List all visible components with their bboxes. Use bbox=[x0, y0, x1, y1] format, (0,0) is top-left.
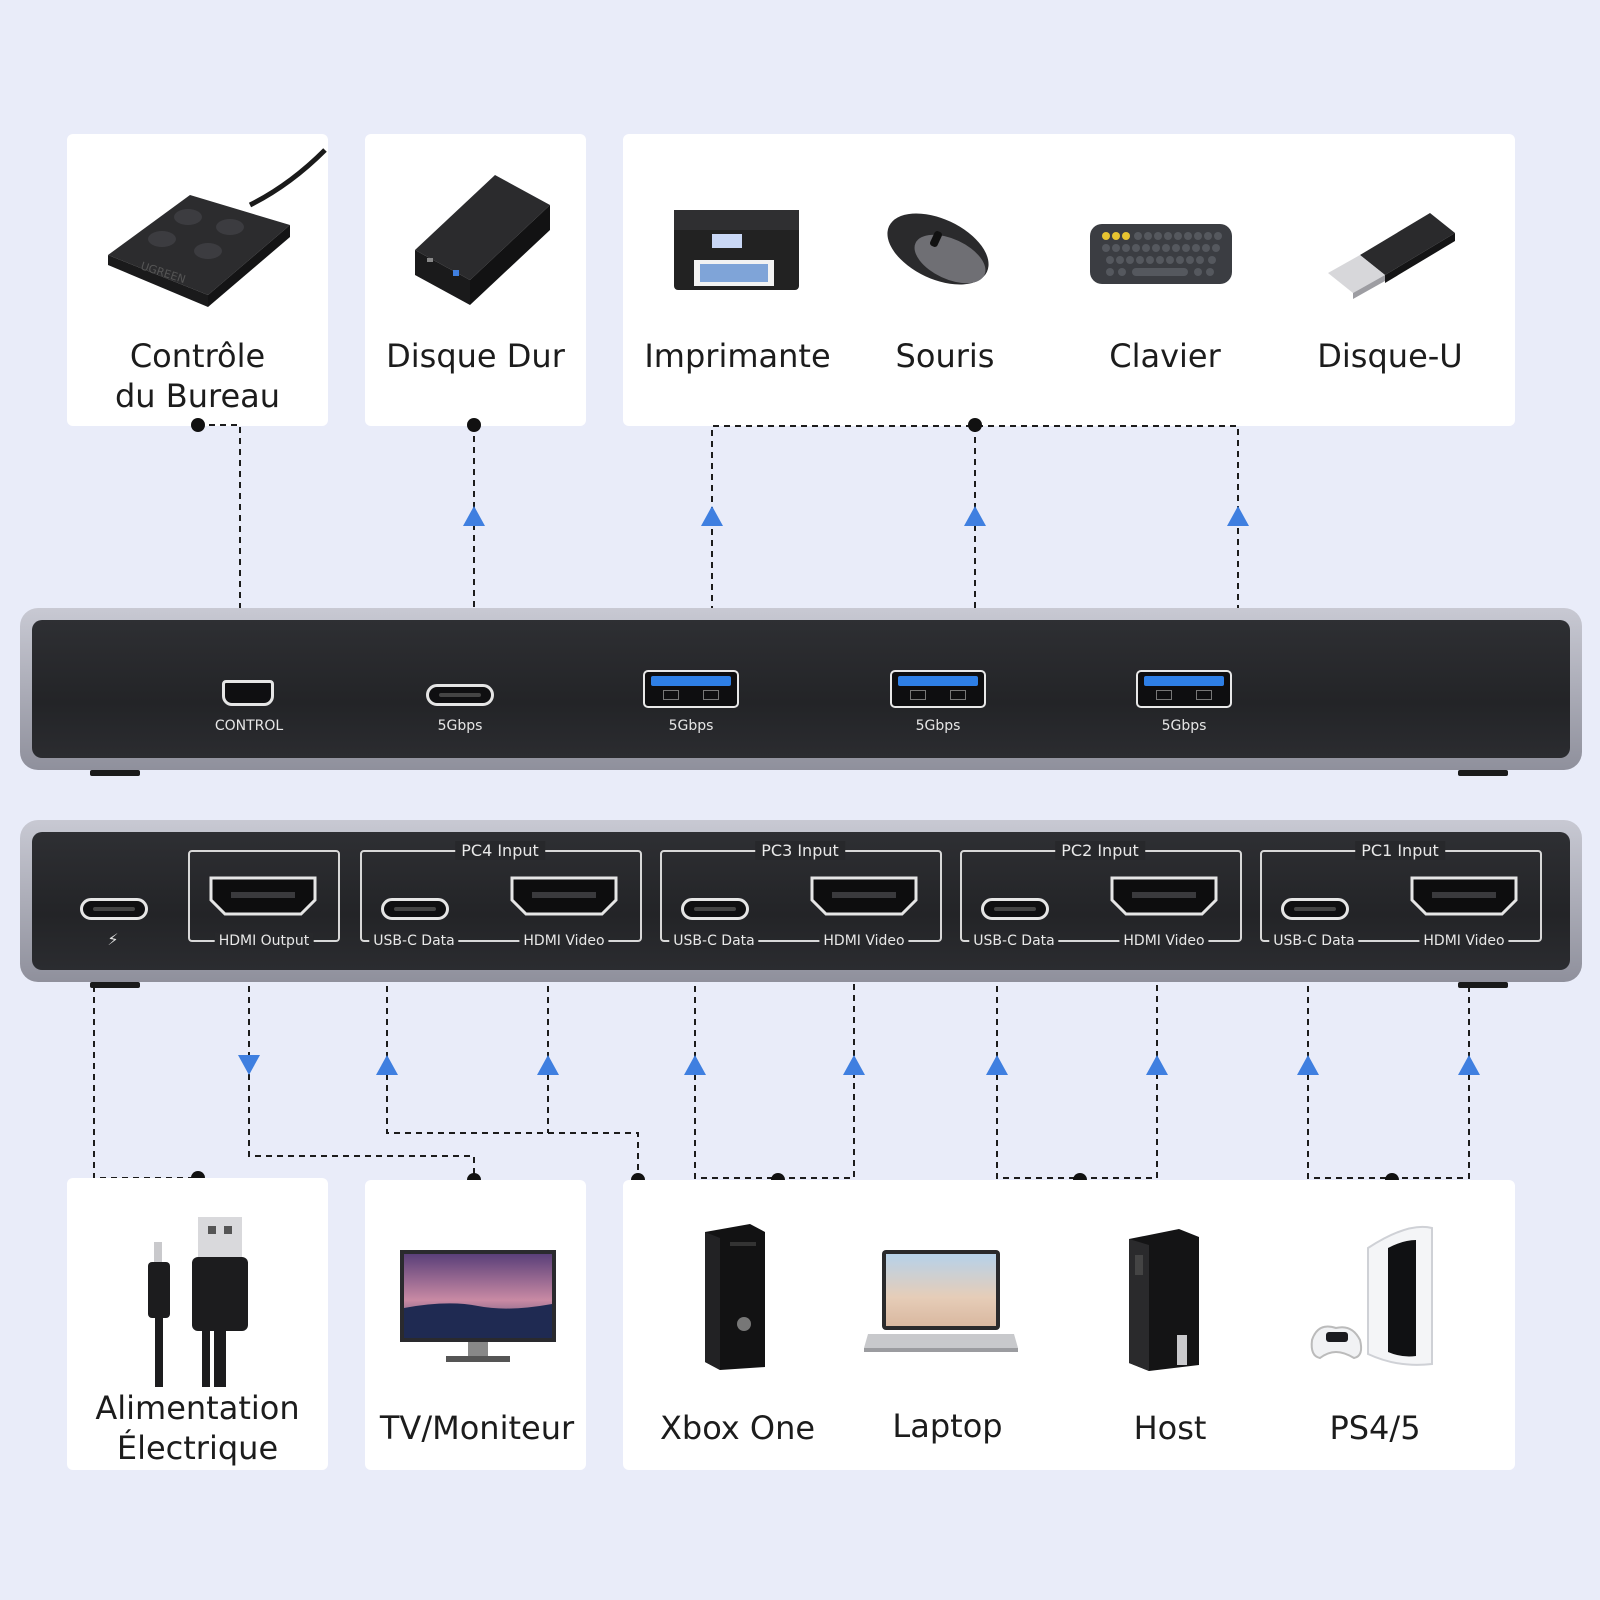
pc4-usbc-port[interactable] bbox=[381, 898, 449, 920]
pc2-usbc-label: USB-C Data bbox=[969, 933, 1059, 949]
tower-pc-icon bbox=[1129, 1229, 1199, 1371]
printer-label: Imprimante bbox=[644, 337, 831, 375]
pc1-hdmi-label: HDMI Video bbox=[1419, 933, 1509, 949]
lightning-icon: ⚡ bbox=[107, 930, 119, 949]
pc1-hdmi-port[interactable] bbox=[1410, 876, 1518, 916]
playstation-console-icon bbox=[1310, 1225, 1433, 1366]
pc1-title: PC1 Input bbox=[1355, 841, 1445, 860]
pc2-usbc-port[interactable] bbox=[981, 898, 1049, 920]
monitor-icon bbox=[400, 1250, 556, 1362]
laptop-icon bbox=[864, 1250, 1018, 1352]
control-label: Contrôle du Bureau bbox=[114, 337, 281, 415]
usba-port-1[interactable] bbox=[643, 670, 739, 708]
xbox-console-icon bbox=[705, 1224, 765, 1370]
usbc-speed-label: 5Gbps bbox=[437, 718, 483, 734]
pc4-hdmi-port[interactable] bbox=[510, 876, 618, 916]
keyboard-label: Clavier bbox=[1109, 337, 1221, 375]
laptop-label: Laptop bbox=[892, 1407, 1003, 1445]
pc3-usbc-port[interactable] bbox=[681, 898, 749, 920]
rear-panel bbox=[20, 608, 1582, 770]
ps-label: PS4/5 bbox=[1329, 1409, 1421, 1447]
usba-speed-label-1: 5Gbps bbox=[668, 718, 714, 734]
power-label: Alimentation Électrique bbox=[95, 1389, 300, 1467]
pc3-hdmi-label: HDMI Video bbox=[819, 933, 909, 949]
hdmi-output-label: HDMI Output bbox=[214, 933, 314, 949]
usbc-data-port[interactable] bbox=[426, 684, 494, 706]
pc2-hdmi-port[interactable] bbox=[1110, 876, 1218, 916]
usba-speed-label-3: 5Gbps bbox=[1161, 718, 1207, 734]
pc2-title: PC2 Input bbox=[1055, 841, 1145, 860]
sources-card bbox=[623, 1180, 1515, 1470]
panel-foot bbox=[90, 982, 140, 988]
control-port-label: CONTROL bbox=[214, 718, 284, 734]
pc4-usbc-label: USB-C Data bbox=[369, 933, 459, 949]
usba-speed-label-2: 5Gbps bbox=[915, 718, 961, 734]
pc1-usbc-port[interactable] bbox=[1281, 898, 1349, 920]
control-port[interactable] bbox=[222, 680, 274, 706]
panel-foot bbox=[90, 770, 140, 776]
pc4-title: PC4 Input bbox=[455, 841, 545, 860]
pc3-usbc-label: USB-C Data bbox=[669, 933, 759, 949]
pc4-hdmi-label: HDMI Video bbox=[519, 933, 609, 949]
desktop-controller-icon: UGREEN bbox=[108, 148, 327, 307]
panel-foot bbox=[1458, 770, 1508, 776]
rear-panel-face bbox=[32, 620, 1570, 758]
usb-flash-drive-icon bbox=[1328, 213, 1455, 299]
usba-port-2[interactable] bbox=[890, 670, 986, 708]
panel-foot bbox=[1458, 982, 1508, 988]
mouse-label: Souris bbox=[895, 337, 995, 375]
keyboard-icon bbox=[1090, 224, 1232, 284]
hdd-label: Disque Dur bbox=[386, 337, 565, 375]
usb-drive-label: Disque-U bbox=[1317, 337, 1463, 375]
host-label: Host bbox=[1133, 1409, 1207, 1447]
pc2-hdmi-label: HDMI Video bbox=[1119, 933, 1209, 949]
usba-port-3[interactable] bbox=[1136, 670, 1232, 708]
xbox-label: Xbox One bbox=[659, 1409, 816, 1447]
power-usbc-port[interactable] bbox=[80, 898, 148, 920]
hard-drive-enclosure-icon bbox=[415, 175, 550, 305]
pc1-usbc-label: USB-C Data bbox=[1269, 933, 1359, 949]
usb-cable-icon bbox=[148, 1217, 248, 1387]
pc3-title: PC3 Input bbox=[755, 841, 845, 860]
printer-icon bbox=[674, 210, 799, 290]
hdmi-output-port[interactable] bbox=[209, 876, 317, 916]
pc3-hdmi-port[interactable] bbox=[810, 876, 918, 916]
mouse-icon bbox=[887, 213, 989, 285]
tv-label: TV/Moniteur bbox=[379, 1409, 575, 1447]
